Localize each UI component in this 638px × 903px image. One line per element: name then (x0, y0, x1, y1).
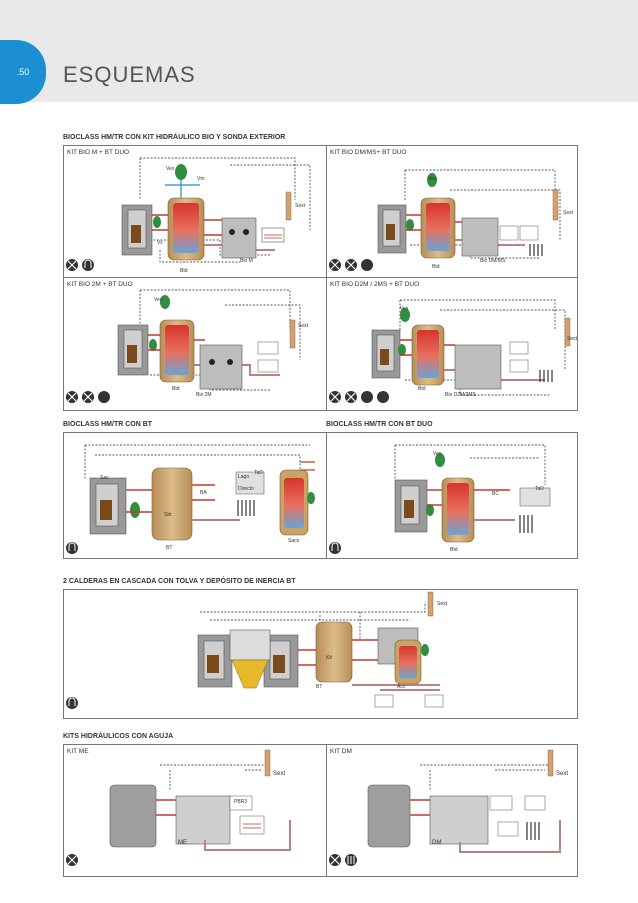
label-vex: Vex (433, 451, 442, 457)
label-ba: BA (200, 490, 207, 496)
panel-bt-duo (326, 432, 578, 559)
label-kit: Kit (326, 655, 332, 661)
label-directo: Directo (238, 486, 254, 492)
label-sext: Sext (295, 203, 306, 209)
panel-label: KIT BIO M + BT DUO (67, 149, 130, 156)
label-bt: BT (316, 684, 323, 690)
panel-kit-bio-dm: KIT BIO DM/MS+ BT DUO (326, 145, 578, 279)
label-bt: BT (166, 545, 173, 551)
panel-kit-me: KIT ME (63, 744, 328, 877)
label-btd: Btd (432, 264, 440, 270)
panel-label: KIT BIO DM/MS+ BT DUO (330, 149, 407, 156)
label-bc: BC (492, 491, 499, 497)
panel-label: KIT DM (330, 748, 352, 755)
label-vex: Vex (166, 166, 175, 172)
label-bio-d2m: Bio D2M/2MS (445, 392, 476, 398)
label-btd: Btd (418, 386, 426, 392)
label-sext: Sext (556, 771, 569, 777)
label-vm: Vm (197, 176, 205, 182)
label-dm: DM (432, 840, 442, 846)
label-sext: Sext (437, 601, 448, 607)
header-band (0, 0, 638, 102)
label-vex: Vex (154, 297, 163, 303)
panel-kit-bio-m: KIT BIO M + BT DUO (63, 145, 328, 279)
panel-kit-bio-2m: KIT BIO 2M + BT DUO (63, 277, 328, 411)
section-title: BIOCLASS HM/TR CON BT (63, 421, 153, 428)
label-btd: Btd (180, 268, 188, 274)
panel-label: KIT ME (67, 748, 89, 755)
label-lago: Lago (238, 474, 250, 480)
panel-kit-bio-d2m: KIT BIO D2M / 2MS + BT DUO (326, 277, 578, 411)
panel-label: KIT BIO 2M + BT DUO (67, 281, 133, 288)
label-btd: Btd (172, 386, 180, 392)
panel-kit-dm: KIT DM (326, 744, 578, 877)
label-pbr3: PBR3 (234, 799, 248, 805)
label-bio-2m: Bio 2M (196, 392, 212, 398)
panel-cascade (63, 589, 578, 719)
label-sext: Sext (298, 323, 309, 329)
label-sac: Sac (100, 475, 109, 481)
label-sext: Sext (563, 210, 574, 216)
label-sext: Sext (567, 336, 578, 342)
panel-label: KIT BIO D2M / 2MS + BT DUO (330, 281, 420, 288)
label-sbt: Sbt (164, 512, 172, 518)
label-tad: TaD (254, 470, 263, 476)
label-acc: Acc (397, 684, 406, 690)
section-title: BIOCLASS HM/TR CON BT DUO (326, 421, 433, 428)
label-vex: Vex (400, 306, 409, 312)
label-sacs: Sacs (288, 538, 300, 544)
label-sext: Sext (273, 771, 286, 777)
label-tad: TaD (535, 486, 544, 492)
page-title: ESQUEMAS (63, 62, 196, 87)
label-bio-m: Bio M (240, 258, 253, 264)
label-vc: Vc (157, 240, 163, 246)
section-title: BIOCLASS HM/TR CON KIT HIDRÁULICO BIO Y … (63, 134, 286, 141)
section-title: 2 CALDERAS EN CASCADA CON TOLVA Y DEPÓSI… (63, 578, 296, 585)
label-vex: Vex (428, 176, 437, 182)
page-number: .50 (0, 40, 46, 104)
label-me: ME (178, 840, 187, 846)
section-title: KITS HIDRÁULICOS CON AGUJA (63, 733, 174, 740)
label-bio-dm: Bio DM/MS (480, 258, 506, 264)
label-btd: Btd (450, 547, 458, 553)
